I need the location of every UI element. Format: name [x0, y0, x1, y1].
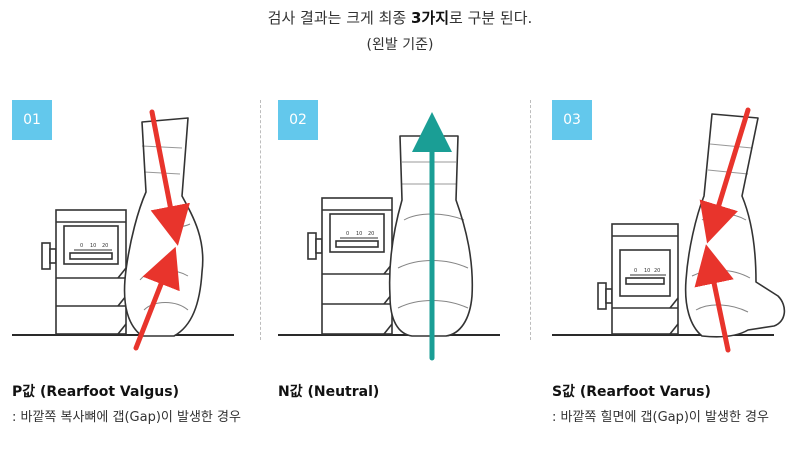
varus-illustration: 0 10 20 [552, 107, 786, 353]
device-knob-stem [315, 238, 323, 254]
panel-divider [530, 100, 531, 340]
header-title-pre: 검사 결과는 크게 최종 [267, 9, 411, 27]
device-knob [597, 282, 607, 310]
panel-caption: N값 (Neutral) [278, 382, 518, 408]
header: 검사 결과는 크게 최종 3가지로 구분 된다. (왼발 기준) [0, 6, 800, 56]
panel-neutral: 0 10 20 02 N값 (Neutral) [278, 100, 518, 445]
scale-label: 20 [654, 268, 660, 274]
scale-label: 0 [80, 243, 83, 249]
panel-valgus: 0 10 20 01 P값 (Rearfoot Valgus) : [12, 100, 252, 445]
device-slider [335, 240, 379, 248]
device-knob [41, 242, 51, 270]
device-knob [307, 232, 317, 260]
device-slider [625, 277, 665, 285]
header-title-bold: 3가지 [410, 9, 449, 27]
scale-label: 10 [356, 231, 362, 237]
panel-caption: S값 (Rearfoot Varus) : 바깥쪽 힐면에 갭(Gap)이 발생… [552, 382, 792, 428]
panel-title: P값 (Rearfoot Valgus) [12, 384, 179, 400]
panel-divider [260, 100, 261, 340]
panel-varus: 0 10 20 03 S값 (Rearfoot Varus) : 바깥쪽 힐면에… [552, 100, 792, 445]
device-window [619, 249, 671, 297]
panel-number-badge: 03 [552, 100, 592, 140]
neutral-illustration: 0 10 20 [278, 112, 500, 361]
measurement-device [307, 197, 393, 335]
panel-title: S값 (Rearfoot Varus) [552, 384, 711, 400]
scale-label: 20 [368, 231, 374, 237]
alignment-arrow-lower [133, 246, 180, 351]
measurement-device [41, 209, 127, 335]
header-title: 검사 결과는 크게 최종 3가지로 구분 된다. [0, 6, 800, 30]
foot [123, 117, 204, 337]
valgus-illustration: 0 10 20 [12, 109, 234, 351]
panel-number-badge: 02 [278, 100, 318, 140]
leg-outline [123, 117, 204, 337]
measurement-device [597, 223, 679, 335]
device-knob-stem [605, 288, 613, 304]
panel-caption: P값 (Rearfoot Valgus) : 바깥쪽 복사뼈에 갭(Gap)이 … [12, 382, 252, 428]
header-subtitle: (왼발 기준) [366, 37, 434, 53]
panel-number-badge: 01 [12, 100, 52, 140]
scale-label: 0 [346, 231, 349, 237]
scale-label: 10 [90, 243, 96, 249]
header-title-post: 로 구분 된다. [449, 9, 533, 27]
alignment-arrow-upper [699, 107, 751, 244]
panel-description: : 바깥쪽 복사뼈에 갭(Gap)이 발생한 경우 [12, 410, 241, 425]
panel-title: N값 (Neutral) [278, 384, 380, 400]
panel-description: : 바깥쪽 힐면에 갭(Gap)이 발생한 경우 [552, 410, 769, 425]
scale-label: 10 [644, 268, 650, 274]
alignment-arrow-upper [149, 109, 190, 246]
device-slider [69, 252, 113, 260]
device-knob-stem [49, 248, 57, 264]
alignment-arrow-lower [694, 244, 734, 353]
scale-label: 0 [634, 268, 637, 274]
scale-label: 20 [102, 243, 108, 249]
